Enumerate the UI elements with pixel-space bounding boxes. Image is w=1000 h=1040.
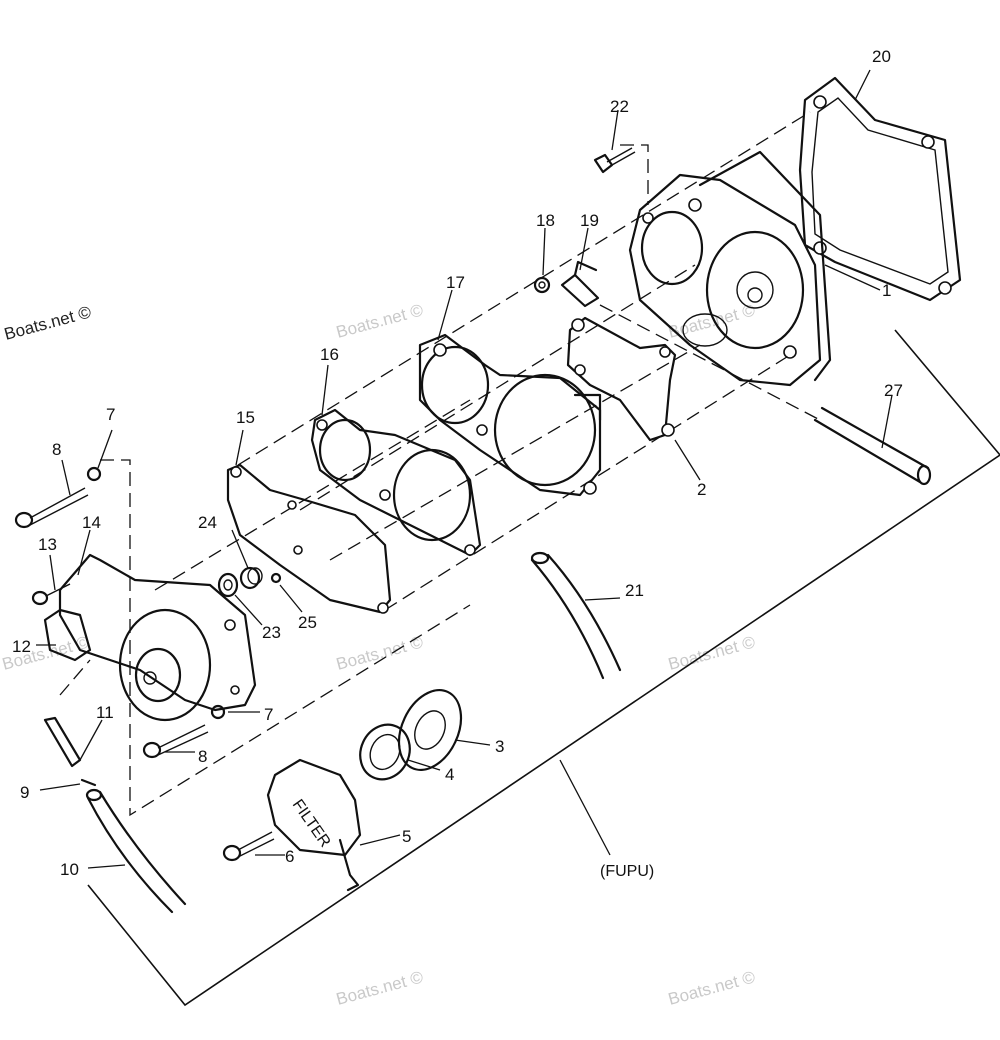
callout-15: 15 (236, 408, 255, 427)
callout-16: 16 (320, 345, 339, 364)
callout-4: 4 (445, 765, 454, 784)
gasket-4 (359, 723, 411, 781)
clamp-9 (80, 778, 97, 787)
pump-cover-1 (628, 150, 832, 387)
nut-18 (533, 276, 551, 294)
watermark-text: Boats.net © (334, 300, 425, 342)
washer-23 (217, 572, 239, 598)
callout-5: 5 (402, 827, 411, 846)
elbow-fitting-19 (560, 260, 600, 308)
hose-10 (85, 788, 187, 914)
pump-body-17 (418, 333, 602, 497)
washer-7-upper (86, 466, 102, 482)
callout-14: 14 (82, 513, 101, 532)
callout-11: 11 (96, 703, 114, 722)
callout-24: 24 (198, 513, 217, 532)
screw-6 (222, 831, 275, 862)
washer-7-lower (210, 704, 226, 720)
diaphragm-15 (226, 463, 392, 614)
assembly-label: (FUPU) (600, 863, 654, 880)
screw-8-upper (14, 487, 89, 529)
bolt-21 (593, 147, 636, 174)
callout-22: 20 (872, 47, 891, 66)
callout-2: 2 (697, 480, 706, 499)
callout-9: 9 (20, 783, 29, 802)
tube-27 (813, 406, 932, 486)
callout-3: 3 (495, 737, 504, 756)
assembly-dash-lines (59, 111, 821, 817)
assembly-frame (87, 329, 1000, 1007)
gasket-16 (310, 408, 482, 557)
housing-12 (43, 553, 257, 722)
callout-7-lower: 7 (264, 705, 273, 724)
screw-25 (270, 572, 282, 584)
callout-25: 25 (298, 613, 317, 632)
watermark-main: Boats.net © (2, 302, 93, 344)
watermark-text: Boats.net © (666, 632, 757, 674)
watermark-text: Boats.net © (666, 967, 757, 1009)
callout-10: 10 (60, 860, 79, 879)
filter-screen-3 (397, 689, 463, 771)
watermark-text: Boats.net © (334, 632, 425, 674)
callout-27: 27 (884, 381, 903, 400)
callout-23: 23 (262, 623, 281, 642)
bracket-2 (566, 316, 677, 442)
screw-13 (31, 583, 71, 606)
callouts: 20 1 2 3 4 5 6 7 7 8 8 9 10 11 12 13 14 … (12, 47, 903, 879)
callout-19: 19 (580, 211, 599, 230)
watermark-text: Boats.net © (334, 967, 425, 1009)
callout-18: 18 (536, 211, 555, 230)
callout-20: 21 (625, 581, 644, 600)
screw-8-lower (142, 724, 209, 759)
callout-17: 17 (446, 273, 465, 292)
callout-8-upper: 8 (52, 440, 61, 459)
spring-24 (239, 566, 263, 590)
callout-21: 22 (610, 97, 629, 116)
filter-cover-5: FILTER (266, 758, 362, 892)
callout-12: 12 (12, 637, 31, 656)
hose-20 (530, 551, 622, 680)
callout-7-upper: 7 (106, 405, 115, 424)
callout-1: 1 (882, 281, 891, 300)
leader-lines (36, 69, 893, 869)
fitting-11 (43, 716, 82, 768)
filter-label: FILTER (289, 797, 334, 851)
callout-8-lower: 8 (198, 747, 207, 766)
callout-6: 6 (285, 847, 294, 866)
callout-13: 13 (38, 535, 57, 554)
